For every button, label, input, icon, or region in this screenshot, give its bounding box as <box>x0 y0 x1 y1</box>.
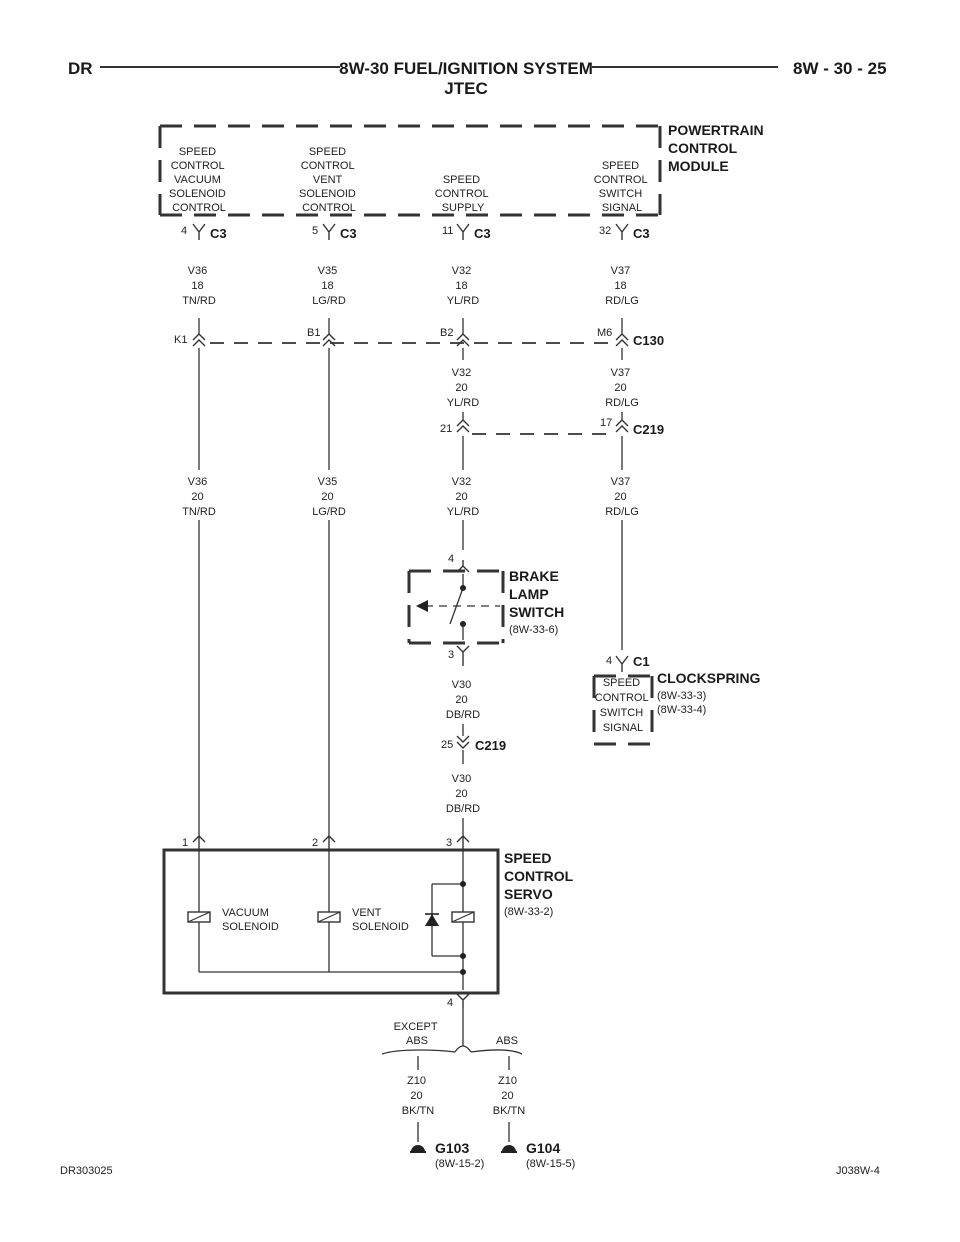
servo-pin: 1 <box>182 837 188 849</box>
wire-code: V35 20 LG/RD <box>312 476 346 518</box>
ground-g104-icon <box>501 1145 517 1153</box>
brake-switch-box <box>407 569 505 645</box>
c130-connector <box>192 333 629 347</box>
ground-g104-ref: (8W-15-5) <box>526 1158 575 1170</box>
pcm-label-switch-signal: SPEED CONTROL SWITCH SIGNAL <box>594 160 650 214</box>
pcm-connector-c3: C3 <box>210 226 227 241</box>
c219-top-connector <box>456 419 629 435</box>
pcm-box <box>158 124 662 217</box>
servo-box <box>162 848 500 995</box>
page-subtitle: JTEC <box>444 79 487 98</box>
mid-wire-stubs <box>462 348 623 420</box>
servo-ground-pin: 4 <box>447 997 453 1009</box>
pcm-pin-number: 4 <box>181 225 187 237</box>
clockspring-connector: C1 <box>633 654 650 669</box>
pcm-connector-c3: C3 <box>633 226 650 241</box>
c219-bottom-connector <box>456 735 470 749</box>
wire-code: V32 20 YL/RD <box>447 476 479 518</box>
c130-pin: B2 <box>440 327 453 339</box>
wire-code: V36 18 TN/RD <box>182 265 216 307</box>
clockspring-name: CLOCKSPRING <box>657 670 761 686</box>
page-title: 8W-30 FUEL/IGNITION SYSTEM <box>339 59 593 78</box>
long-wires <box>198 348 623 836</box>
page-number: 8W - 30 - 25 <box>793 59 887 78</box>
brake-switch-pin-out-symbol <box>456 645 470 666</box>
c219-bottom-pin: 25 <box>441 739 453 751</box>
diode-icon <box>425 913 439 926</box>
clockspring-label: SPEED CONTROL SWITCH SIGNAL <box>595 677 651 734</box>
brake-switch-pin-in: 4 <box>448 553 454 565</box>
pcm-label-vacuum: SPEED CONTROL VACUUM SOLENOID CONTROL <box>169 146 229 214</box>
c130-pin: M6 <box>597 327 612 339</box>
vent-solenoid-icon <box>317 911 341 923</box>
pcm-pin-number: 5 <box>312 225 318 237</box>
pcm-pin-number: 32 <box>599 225 611 237</box>
vacuum-solenoid-label: VACUUM SOLENOID <box>222 907 279 933</box>
c130-pin: B1 <box>307 327 320 339</box>
vacuum-solenoid-icon <box>187 911 211 923</box>
wires-to-c130 <box>198 318 623 334</box>
footer-right-code: J038W-4 <box>836 1165 880 1177</box>
ground-g104-name: G104 <box>526 1140 560 1156</box>
wire-code: V32 18 YL/RD <box>447 265 479 307</box>
ground-split <box>381 1045 523 1070</box>
ground-split-left-label: EXCEPT ABS <box>394 1021 441 1047</box>
brake-switch-ref: (8W-33-6) <box>509 624 558 636</box>
servo-ground-pin-symbol <box>456 993 470 1008</box>
wire-code: V37 20 RD/LG <box>605 476 639 518</box>
pcm-connector-c3: C3 <box>474 226 491 241</box>
wire-code: V30 20 DB/RD <box>446 773 480 815</box>
wire-code: V37 18 RD/LG <box>605 265 639 307</box>
servo-solenoid-icon <box>451 911 475 923</box>
ground-g103-icon <box>410 1145 426 1153</box>
pcm-label-vent: SPEED CONTROL VENT SOLENOID CONTROL <box>299 146 359 214</box>
servo-name: SPEED CONTROL SERVO <box>504 850 577 902</box>
wire-code: Z10 20 BK/TN <box>493 1075 525 1117</box>
pcm-c3-pins <box>192 223 629 240</box>
clockspring-pin-symbol <box>615 655 629 672</box>
pcm-label-supply: SPEED CONTROL SUPPLY <box>435 174 491 214</box>
c219-bottom-label: C219 <box>475 738 506 753</box>
ground-g103-ref: (8W-15-2) <box>435 1158 484 1170</box>
clockspring-ref: (8W-33-4) <box>657 704 706 716</box>
ground-g103-name: G103 <box>435 1140 469 1156</box>
pcm-connector-c3: C3 <box>340 226 357 241</box>
wire-code: V35 18 LG/RD <box>312 265 346 307</box>
wire-code: V32 20 YL/RD <box>447 367 479 409</box>
clockspring-ref: (8W-33-3) <box>657 690 706 702</box>
c130-label: C130 <box>633 333 664 348</box>
c219-pin: 17 <box>600 417 612 429</box>
clockspring-pin: 4 <box>606 655 612 667</box>
footer-left-code: DR303025 <box>60 1165 113 1177</box>
ground-split-right-label: ABS <box>496 1035 518 1047</box>
brake-switch-name: BRAKE LAMP SWITCH <box>509 568 564 620</box>
brake-switch-contacts-icon <box>416 574 500 640</box>
c130-pin: K1 <box>174 334 187 346</box>
wire-code: V36 20 TN/RD <box>182 476 216 518</box>
wire-code: Z10 20 BK/TN <box>402 1075 434 1117</box>
pcm-pin-number: 11 <box>442 225 453 237</box>
brake-switch-pin-out: 3 <box>448 649 454 661</box>
servo-ref: (8W-33-2) <box>504 906 553 918</box>
clockspring-box <box>592 674 654 746</box>
c219-label: C219 <box>633 422 664 437</box>
wire-code: V30 20 DB/RD <box>446 679 480 721</box>
servo-pin: 2 <box>312 837 318 849</box>
vent-solenoid-label: VENT SOLENOID <box>352 907 409 933</box>
wire-code: V37 20 RD/LG <box>605 367 639 409</box>
header-left: DR <box>68 59 93 78</box>
servo-pin: 3 <box>446 837 452 849</box>
pcm-name: POWERTRAIN CONTROL MODULE <box>668 122 768 174</box>
c219-pin: 21 <box>440 423 452 435</box>
